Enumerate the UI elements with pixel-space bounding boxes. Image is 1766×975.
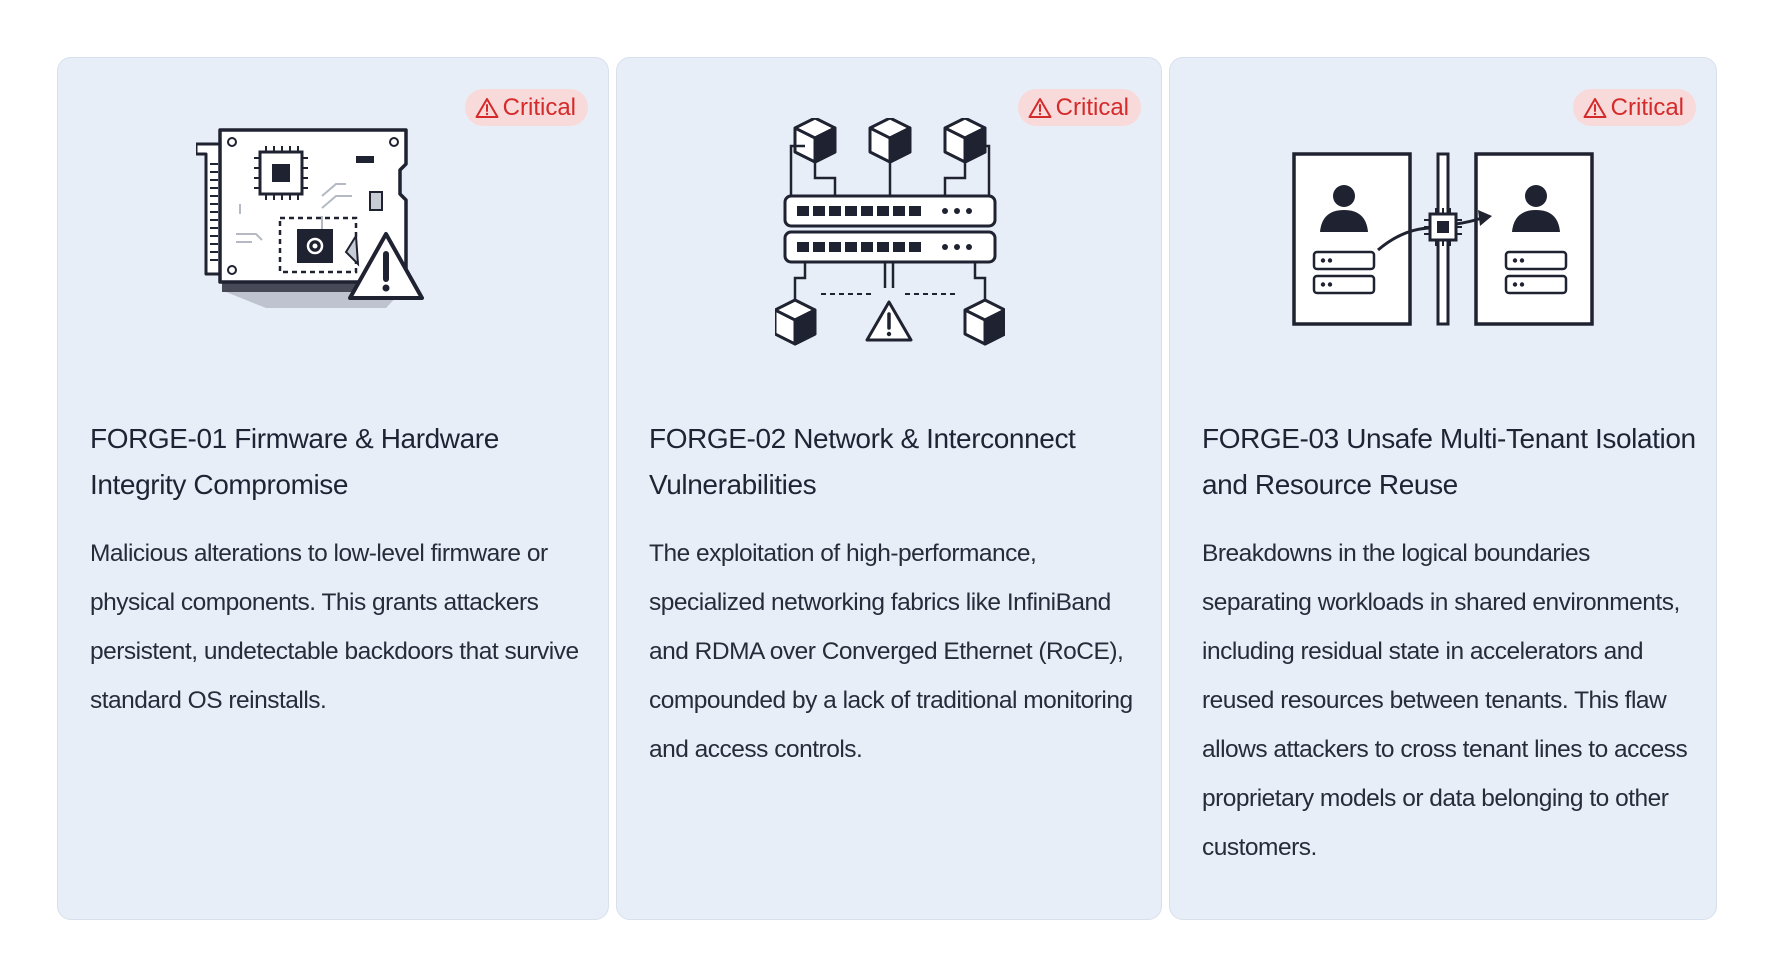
card-title: FORGE-01 Firmware & Hardware Integrity C… xyxy=(90,423,499,500)
circuit-board-warning-icon xyxy=(196,128,424,308)
network-switch-warning-icon xyxy=(775,118,1005,346)
critical-badge: Critical xyxy=(1572,89,1696,126)
critical-badge: Critical xyxy=(464,89,588,126)
card-title: FORGE-02 Network & Interconnect Vulnerab… xyxy=(649,423,1076,500)
card-description: Breakdowns in the logical boundaries sep… xyxy=(1202,540,1688,861)
badge-label: Critical xyxy=(1610,94,1684,121)
card-description: Malicious alterations to low-level firmw… xyxy=(90,540,579,714)
tenant-isolation-breach-icon xyxy=(1292,152,1594,326)
badge-label: Critical xyxy=(1055,94,1129,121)
warning-triangle-icon xyxy=(1028,97,1052,118)
risk-card-grid: Critical xyxy=(57,57,1717,922)
card-description: The exploitation of high-performance, sp… xyxy=(649,540,1133,763)
risk-card-forge-02: Critical xyxy=(616,57,1162,920)
warning-triangle-icon xyxy=(1583,97,1607,118)
illustration xyxy=(617,118,1161,438)
risk-card-forge-03: Critical xyxy=(1169,57,1717,920)
warning-triangle-icon xyxy=(475,97,499,118)
illustration xyxy=(1170,118,1716,438)
risk-card-forge-01: Critical xyxy=(57,57,609,920)
critical-badge: Critical xyxy=(1017,89,1141,126)
card-title: FORGE-03 Unsafe Multi-Tenant Isolation a… xyxy=(1202,423,1696,500)
badge-label: Critical xyxy=(502,94,576,121)
illustration xyxy=(58,118,608,438)
